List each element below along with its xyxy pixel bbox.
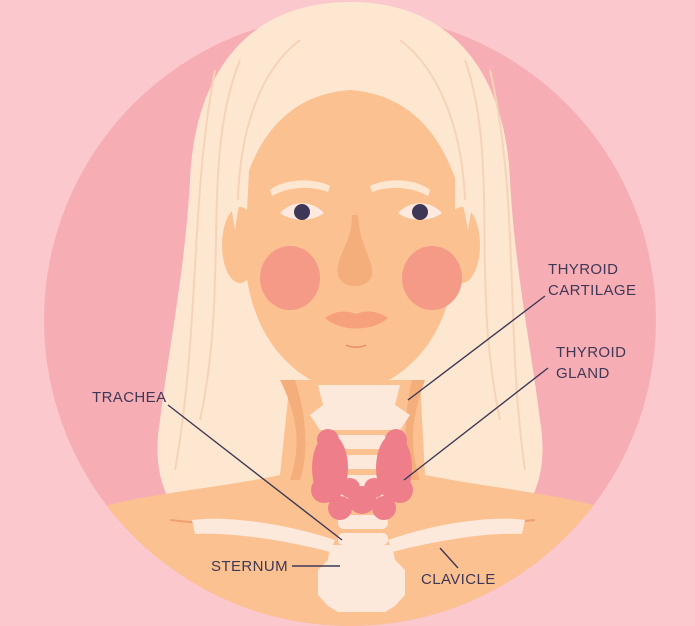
clavicle-label: CLAVICLE [421,571,496,588]
thyroid-gland-label: THYROID GLAND [556,342,626,384]
right-cheek-blush [402,246,462,310]
thyroid-cartilage-label: THYROID CARTILAGE [548,259,636,301]
right-eye [398,203,442,220]
hair-front [225,30,478,230]
thyroid-cartilage-leader [407,295,546,401]
thyroid-gland-label-line1: THYROID [556,344,627,361]
left-clavicle [192,518,335,552]
lips [325,311,388,329]
nose [337,215,373,287]
thyroid-gland-label-line2: GLAND [556,365,610,382]
sternum-label: STERNUM [211,558,288,575]
trachea-leader [167,404,343,541]
thyroid-gland-leader [403,367,549,481]
right-eyebrow [370,180,430,196]
left-ear [222,207,258,283]
right-clavicle [388,518,525,552]
left-eyebrow [270,180,330,196]
leader-lines [167,295,549,569]
left-eye [280,203,324,220]
clavicle-leader [439,547,459,569]
left-cheek-blush [260,246,320,310]
trachea-label: TRACHEA [92,389,167,406]
thyroid-cartilage-label-line2: CARTILAGE [548,282,637,299]
sternum [318,545,405,612]
thyroid-cartilage-label-line1: THYROID [548,261,619,278]
thyroid-gland [311,429,413,520]
